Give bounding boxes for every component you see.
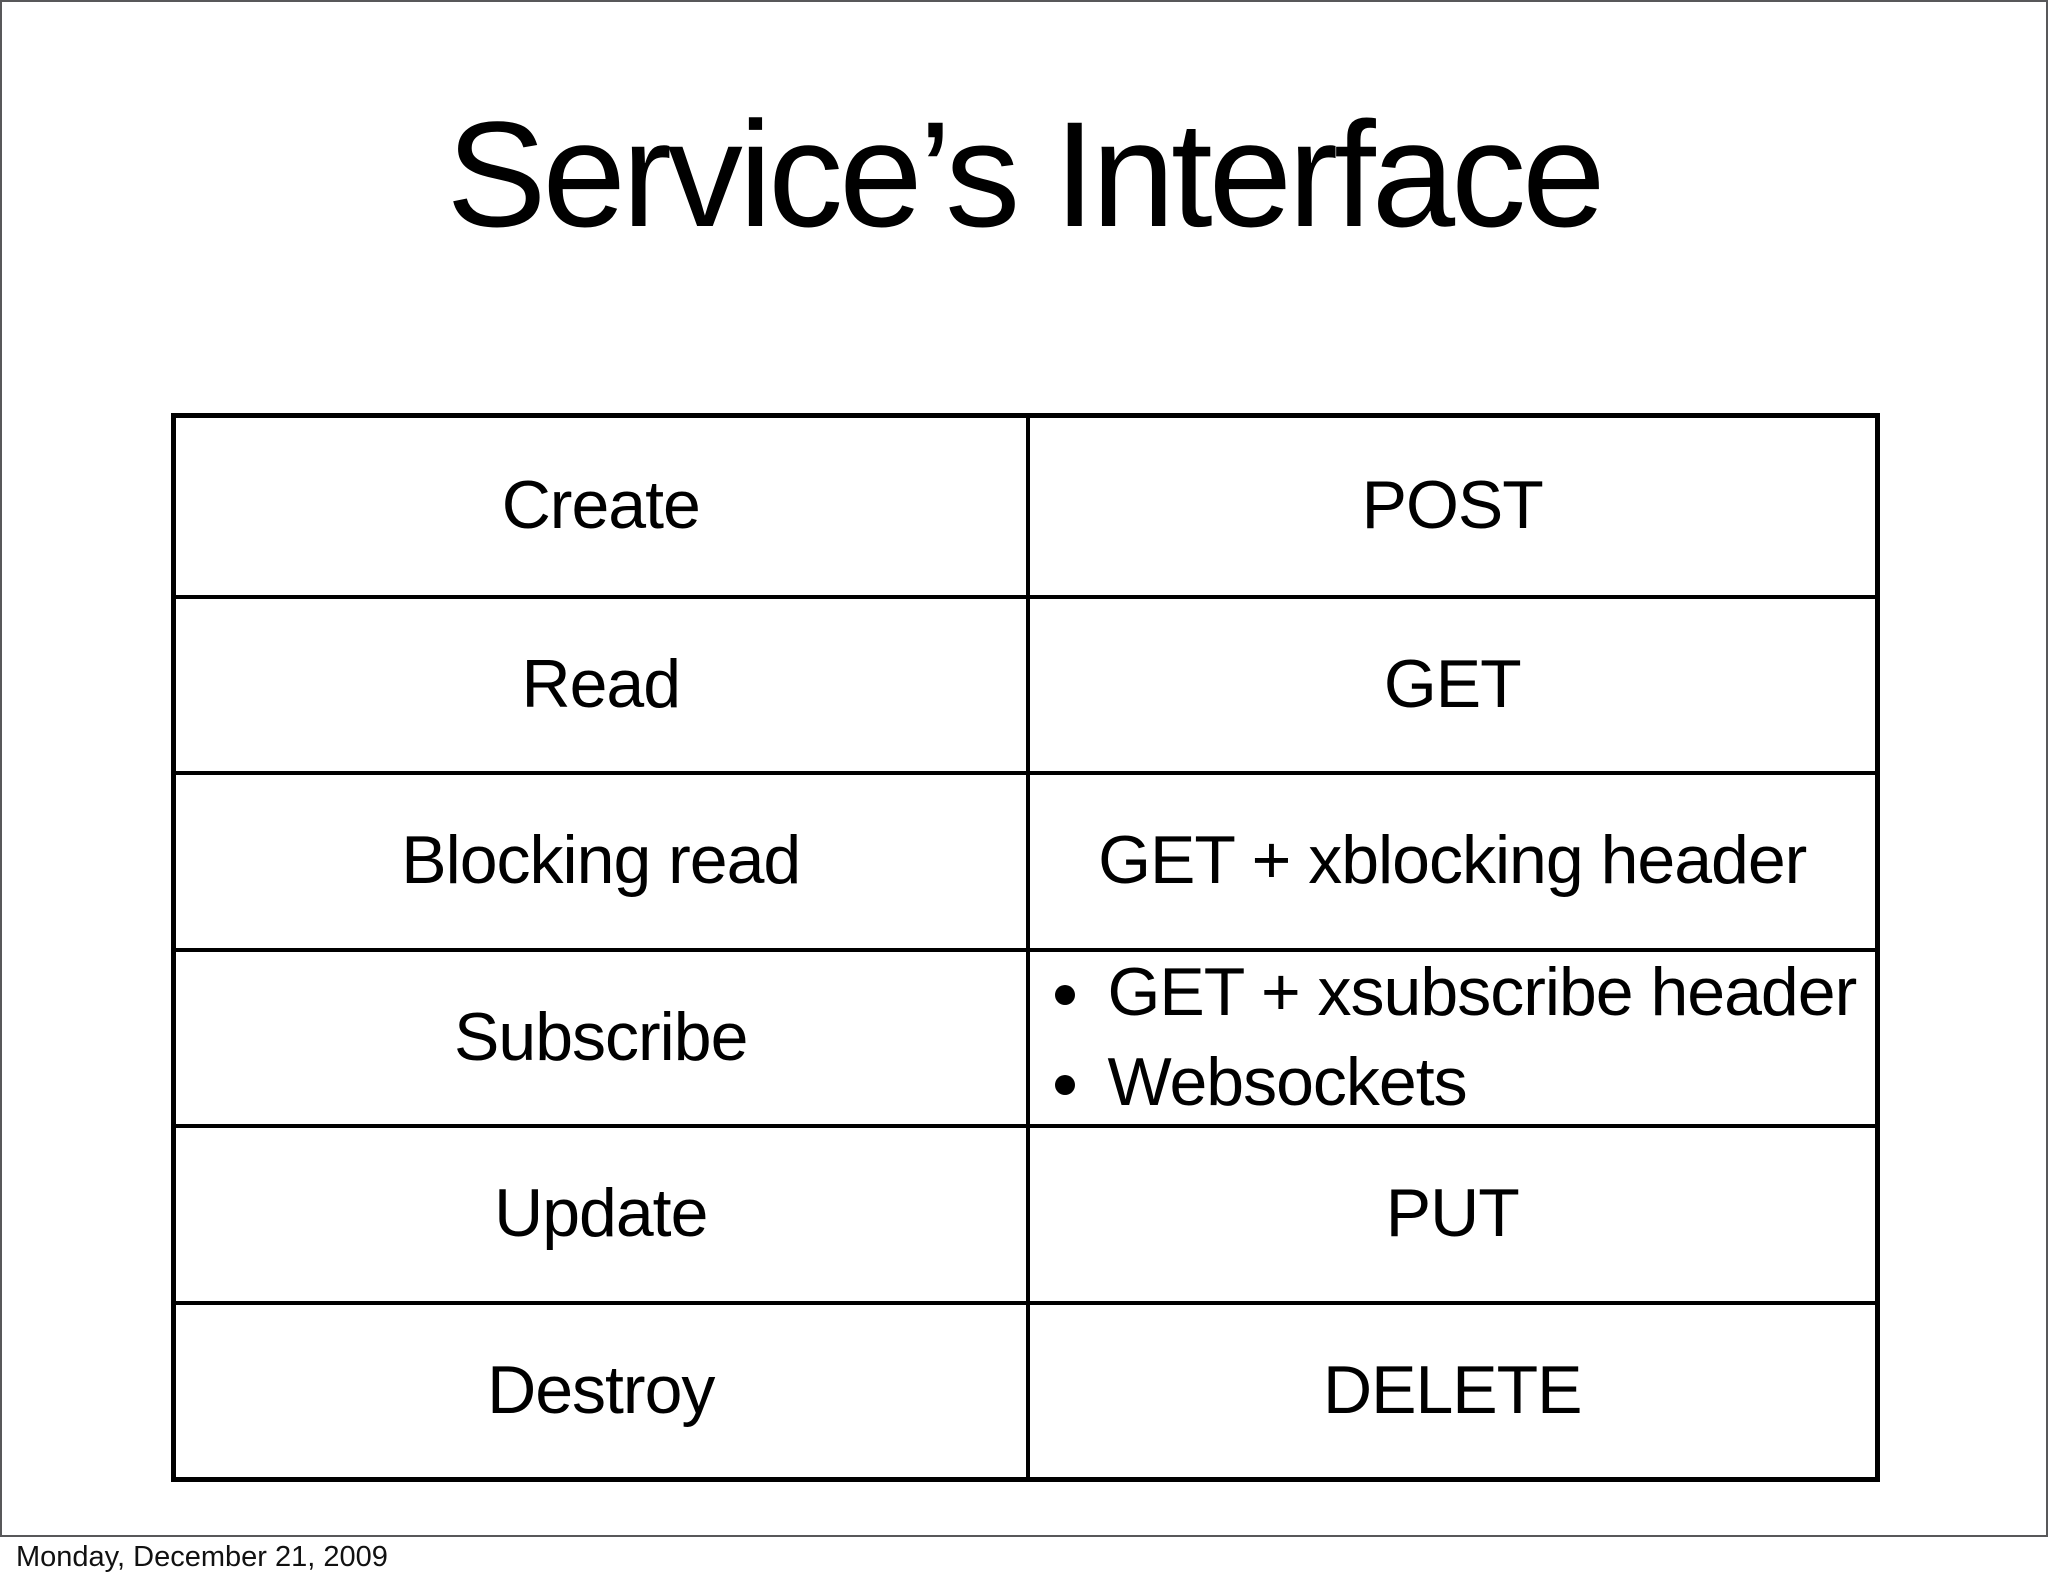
table-cell-method-get: GET — [1025, 594, 1875, 771]
table-cell-operation-blocking-read: Blocking read — [176, 771, 1026, 948]
table-cell-method-put: PUT — [1025, 1124, 1875, 1301]
slide-canvas: Service’s Interface Create POST Read GET… — [0, 0, 2048, 1537]
table-cell-method-subscribe: GET + xsubscribe header Websockets — [1025, 947, 1875, 1124]
subscribe-method-list: GET + xsubscribe header Websockets — [1058, 951, 1858, 1124]
table-cell-operation-destroy: Destroy — [176, 1300, 1026, 1478]
table-cell-method-delete: DELETE — [1025, 1300, 1875, 1477]
slide-title: Service’s Interface — [446, 90, 1605, 258]
service-interface-table: Create POST Read GET Blocking read GET +… — [171, 413, 1880, 1482]
table-cell-method-blocking-get: GET + xblocking header — [1025, 771, 1875, 948]
subscribe-method-item: Websockets — [1102, 1042, 1857, 1124]
table-cell-method-post: POST — [1025, 418, 1876, 595]
table-cell-operation-create: Create — [501, 467, 701, 544]
slide-date: Monday, December 21, 2009 — [16, 1541, 388, 1573]
subscribe-method-item: GET + xsubscribe header — [1102, 952, 1858, 1034]
table-cell-operation-update: Update — [176, 1124, 1026, 1301]
table-cell-operation-read: Read — [176, 594, 1026, 772]
table-cell-operation-subscribe: Subscribe — [176, 947, 1026, 1125]
